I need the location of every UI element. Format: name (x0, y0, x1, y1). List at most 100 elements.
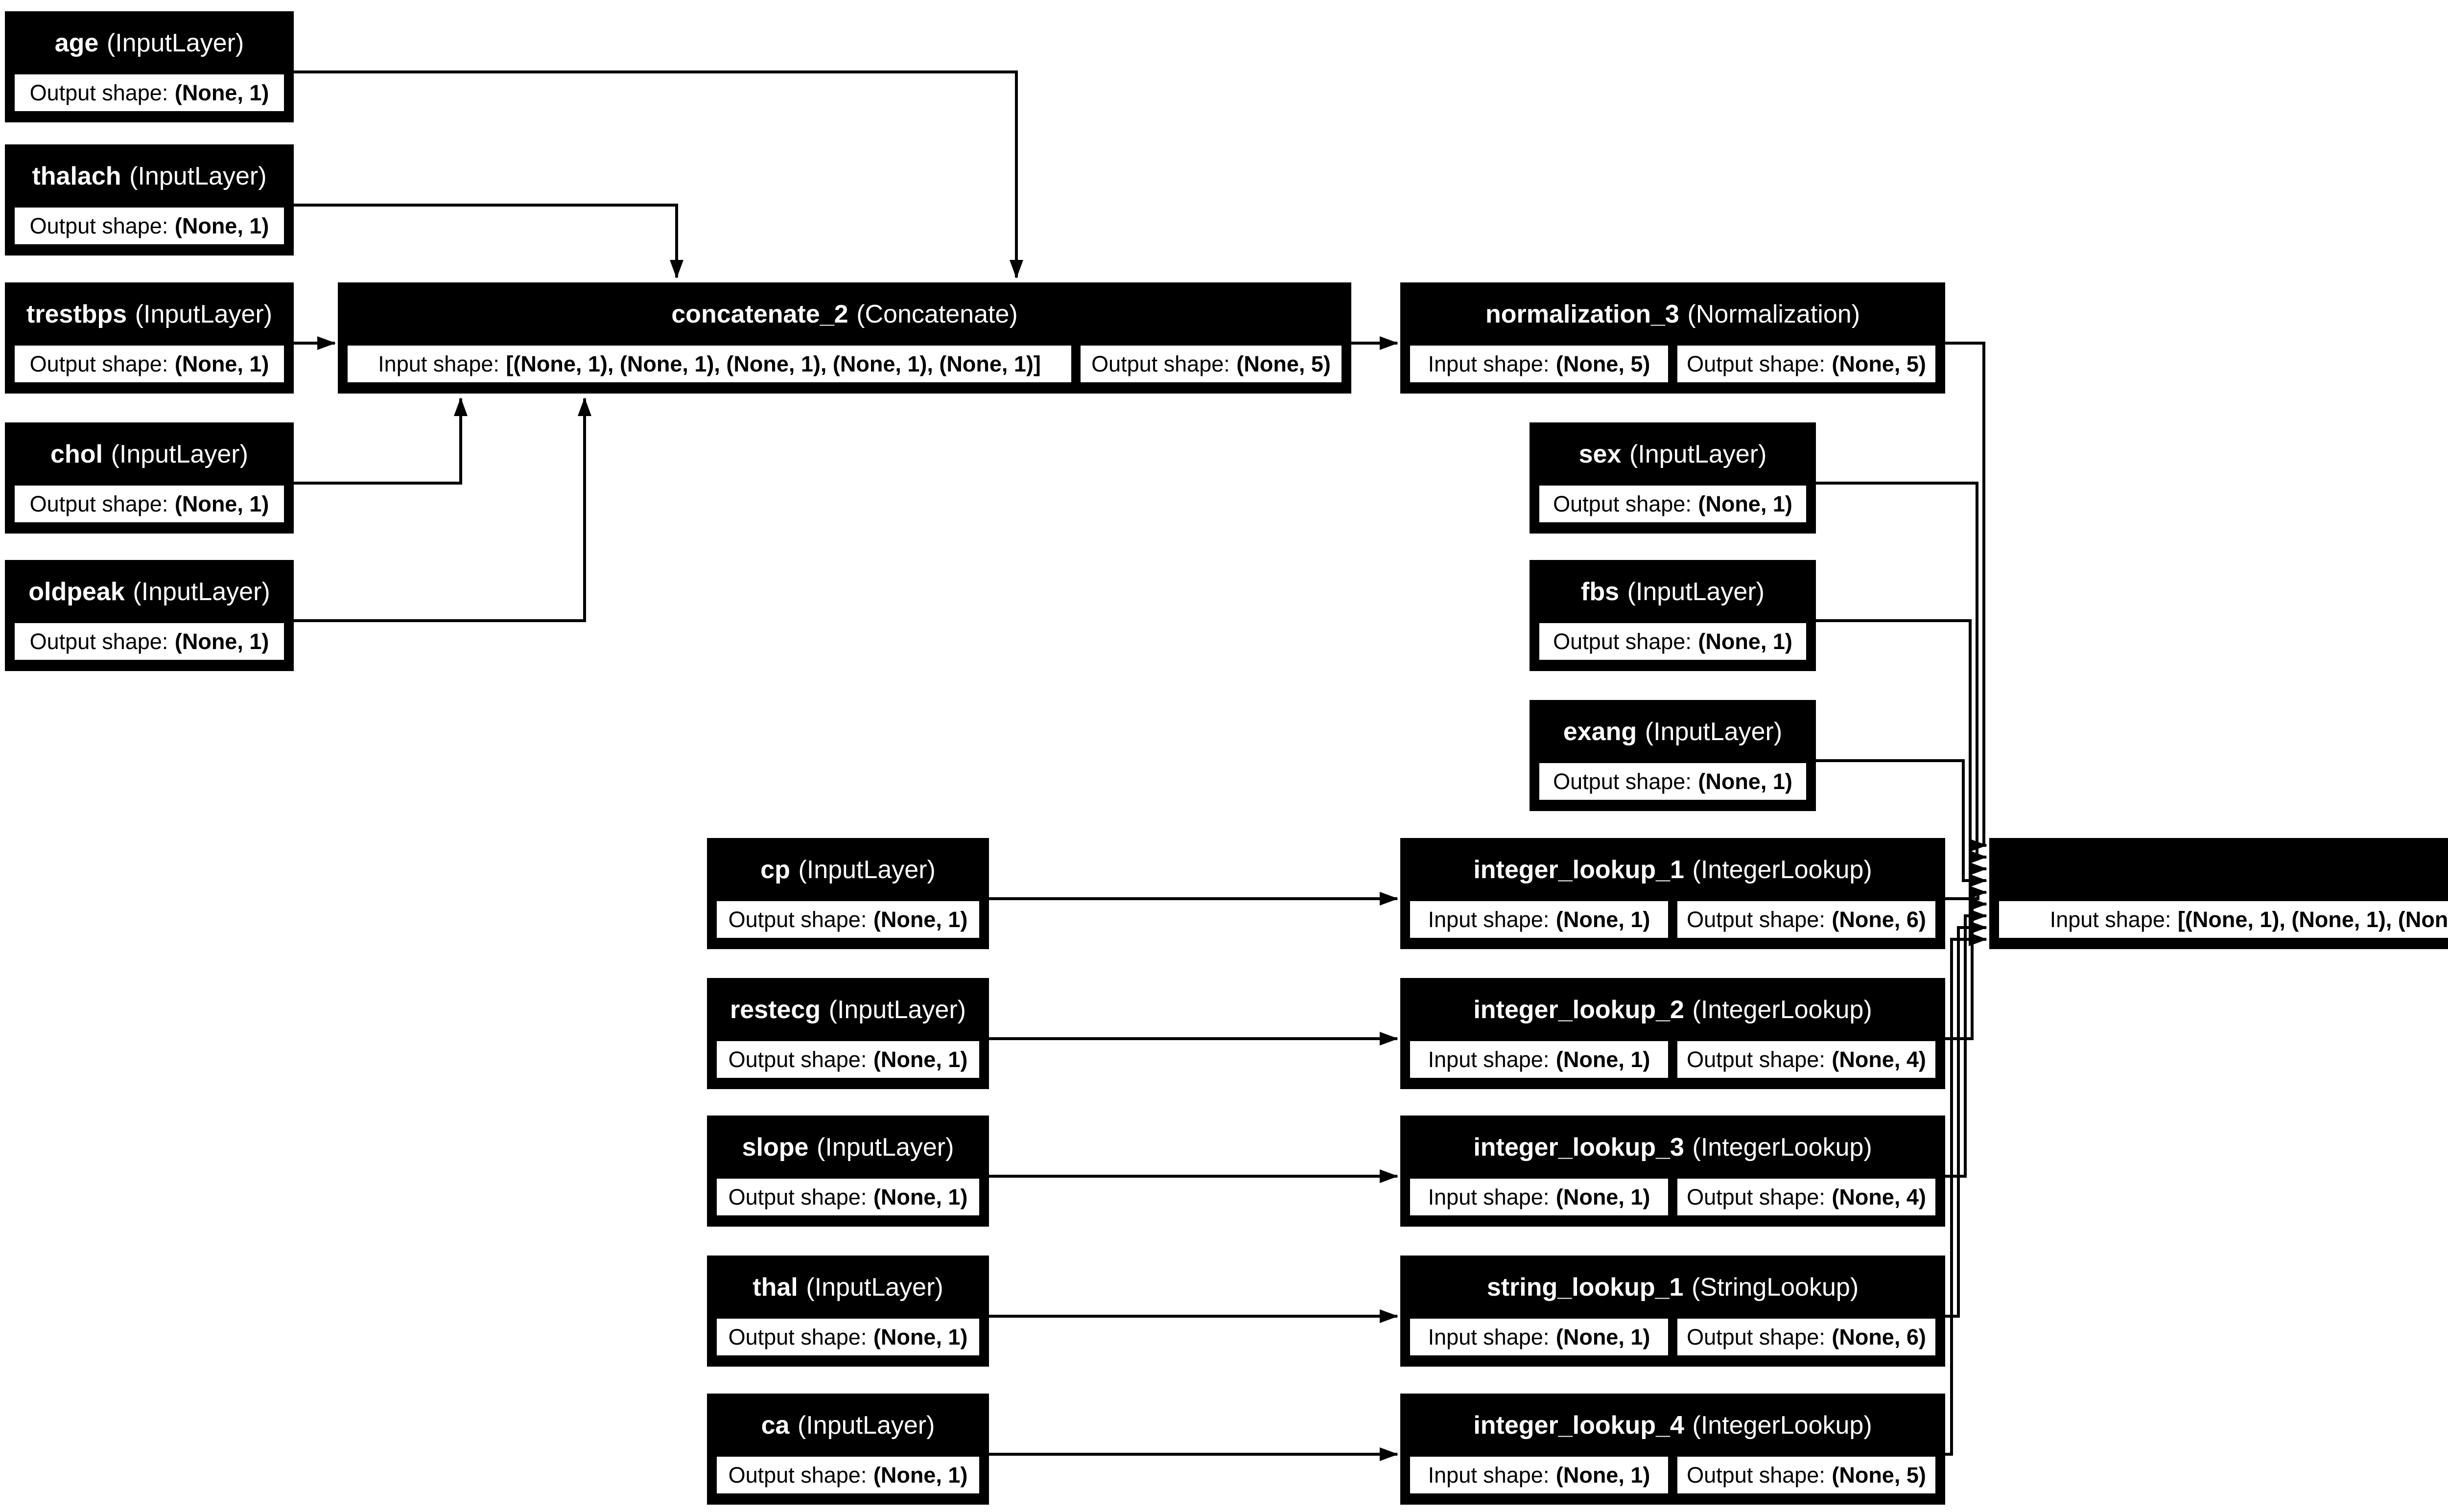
edge-oldpeak-concatenate_2 (294, 397, 591, 622)
layer-type: (StringLookup) (1692, 1273, 1859, 1302)
layer-node-normalization_3: normalization_3(Normalization) Input sha… (1400, 282, 1945, 394)
layer-type: (InputLayer) (798, 856, 936, 884)
layer-name: chol (50, 440, 103, 468)
input-shape-cell: Input shape:(None, 1) (1408, 899, 1671, 940)
layer-title: integer_lookup_2 (IntegerLookup) (1403, 981, 1942, 1039)
edge-fbs-concatenate_3 (1816, 619, 1987, 876)
layer-node-exang: exang (InputLayer) Output shape:(None, 1) (1530, 700, 1816, 811)
layer-type: (InputLayer) (129, 162, 267, 190)
layer-name: fbs (1581, 578, 1619, 606)
layer-name: thalach (32, 162, 121, 190)
layer-title: oldpeak (InputLayer) (8, 563, 291, 621)
layer-name: thal (753, 1273, 798, 1302)
layer-title: slope (InputLayer) (710, 1118, 986, 1176)
edge-integer_lookup_3-concatenate_3 (1945, 909, 1987, 1178)
edge-integer_lookup_1-concatenate_3 (1945, 885, 1987, 900)
layer-node-ca: ca (InputLayer) Output shape:(None, 1) (707, 1394, 989, 1505)
layer-type: (InputLayer) (1645, 718, 1783, 746)
edge-integer_lookup_4-concatenate_3 (1945, 932, 1987, 1456)
edge-integer_lookup_2-concatenate_3 (1945, 897, 1987, 1040)
layer-node-sex: sex(InputLayer) Output shape:(None, 1) (1530, 422, 1816, 534)
output-shape-cell: Output shape:(None, 1) (714, 1316, 982, 1358)
layer-title: cp (InputLayer) (710, 841, 986, 899)
layer-node-oldpeak: oldpeak (InputLayer) Output shape:(None, … (5, 560, 294, 671)
layer-node-age: age(InputLayer) Output shape:(None, 1) (5, 11, 294, 122)
layer-title: exang (InputLayer) (1532, 703, 1813, 761)
layer-title: integer_lookup_4 (IntegerLookup) (1403, 1396, 1942, 1454)
output-shape-cell: Output shape:(None, 6) (1675, 1316, 1938, 1358)
layer-type: (InputLayer) (133, 578, 270, 606)
layer-node-chol: chol(InputLayer) Output shape:(None, 1) (5, 422, 294, 534)
edge-string_lookup_1-concatenate_3 (1945, 921, 1987, 1318)
layer-name: integer_lookup_2 (1473, 996, 1684, 1024)
layer-type: (InputLayer) (806, 1273, 943, 1302)
layer-title: concatenate_3(Concatenate) (1992, 841, 2448, 899)
edge-sex-concatenate_3 (1816, 482, 1987, 864)
layer-name: concatenate_2 (671, 300, 848, 328)
layer-type: (InputLayer) (106, 29, 244, 57)
layer-type: (InputLayer) (1627, 578, 1765, 606)
layer-title: thal (InputLayer) (710, 1258, 986, 1316)
layer-node-concatenate_3: concatenate_3(Concatenate) Input shape:[… (1989, 838, 2448, 949)
layer-name: trestbps (26, 300, 127, 328)
layer-name: exang (1563, 718, 1637, 746)
layer-name: restecg (730, 996, 821, 1024)
layer-title: chol (InputLayer) (8, 425, 291, 483)
output-shape-cell: Output shape:(None, 1) (1537, 621, 1809, 662)
layer-node-thal: thal (InputLayer) Output shape:(None, 1) (707, 1256, 989, 1367)
input-shape-cell: Input shape:(None, 1) (1408, 1316, 1671, 1358)
input-shape-cell: Input shape:(None, 1) (1408, 1039, 1671, 1080)
input-shape-cell: Input shape:(None, 5) (1408, 343, 1671, 385)
layer-type: (InputLayer) (135, 300, 273, 328)
layer-name: string_lookup_1 (1486, 1273, 1684, 1302)
layer-type: (InputLayer) (111, 440, 248, 468)
layer-name: integer_lookup_4 (1473, 1411, 1684, 1440)
output-shape-cell: Output shape:(None, 1) (12, 621, 286, 662)
edge-age-concatenate_2 (294, 70, 1023, 279)
output-shape-cell: Output shape:(None, 1) (714, 1454, 982, 1496)
output-shape-cell: Output shape:(None, 1) (1537, 761, 1809, 802)
layer-type: (InputLayer) (817, 1133, 954, 1162)
input-shape-cell: Input shape:(None, 1) (1408, 1176, 1671, 1218)
layer-type: (IntegerLookup) (1692, 996, 1872, 1024)
layer-title: normalization_3(Normalization) (1403, 285, 1942, 343)
layer-node-integer_lookup_4: integer_lookup_4(IntegerLookup) Input sh… (1400, 1394, 1945, 1505)
layer-title: trestbps (InputLayer) (8, 285, 291, 343)
layer-type: (InputLayer) (1629, 440, 1767, 468)
layer-node-fbs: fbs (InputLayer) Output shape:(None, 1) (1530, 560, 1816, 671)
layer-title: fbs (InputLayer) (1532, 563, 1813, 621)
layer-node-trestbps: trestbps (InputLayer) Output shape:(None,… (5, 282, 294, 394)
layer-name: oldpeak (28, 578, 125, 606)
layer-type: (InputLayer) (828, 996, 966, 1024)
layer-name: cp (760, 856, 790, 884)
layer-node-concatenate_2: concatenate_2(Concatenate) Input shape:[… (338, 282, 1351, 394)
input-shape-cell: Input shape:[(None, 1), (None, 1), (None… (345, 343, 1074, 385)
layer-type: (Normalization) (1687, 300, 1860, 328)
layer-title: ca (InputLayer) (710, 1396, 986, 1454)
layer-type: (IntegerLookup) (1692, 856, 1872, 884)
layer-name: integer_lookup_3 (1473, 1133, 1684, 1162)
output-shape-cell: Output shape:(None, 1) (12, 72, 286, 114)
layer-node-integer_lookup_2: integer_lookup_2 (IntegerLookup) Input sh… (1400, 978, 1945, 1089)
input-shape-cell: Input shape:[(None, 1), (None, 1), (None… (1997, 899, 2448, 940)
layer-node-thalach: thalach (InputLayer) Output shape:(None, … (5, 144, 294, 256)
layer-type: (InputLayer) (798, 1411, 935, 1440)
output-shape-cell: Output shape:(None, 1) (12, 205, 286, 247)
layer-type: (IntegerLookup) (1692, 1411, 1872, 1440)
layer-name: integer_lookup_1 (1473, 856, 1684, 884)
edge-thalach-concatenate_2 (294, 204, 683, 279)
layer-node-integer_lookup_3: integer_lookup_3(IntegerLookup) Input sh… (1400, 1116, 1945, 1227)
layer-title: thalach (InputLayer) (8, 147, 291, 205)
layer-title: concatenate_2(Concatenate) (341, 285, 1348, 343)
output-shape-cell: Output shape:(None, 1) (714, 1176, 982, 1218)
output-shape-cell: Output shape:(None, 1) (12, 343, 286, 385)
layer-name: age (54, 29, 99, 57)
layer-node-slope: slope (InputLayer) Output shape:(None, 1) (707, 1116, 989, 1227)
layer-name: ca (761, 1411, 790, 1440)
edge-normalization_3-concatenate_3 (1945, 342, 1987, 852)
output-shape-cell: Output shape:(None, 6) (1675, 899, 1938, 940)
layer-title: integer_lookup_1 (IntegerLookup) (1403, 841, 1942, 899)
layer-name: slope (742, 1133, 809, 1162)
